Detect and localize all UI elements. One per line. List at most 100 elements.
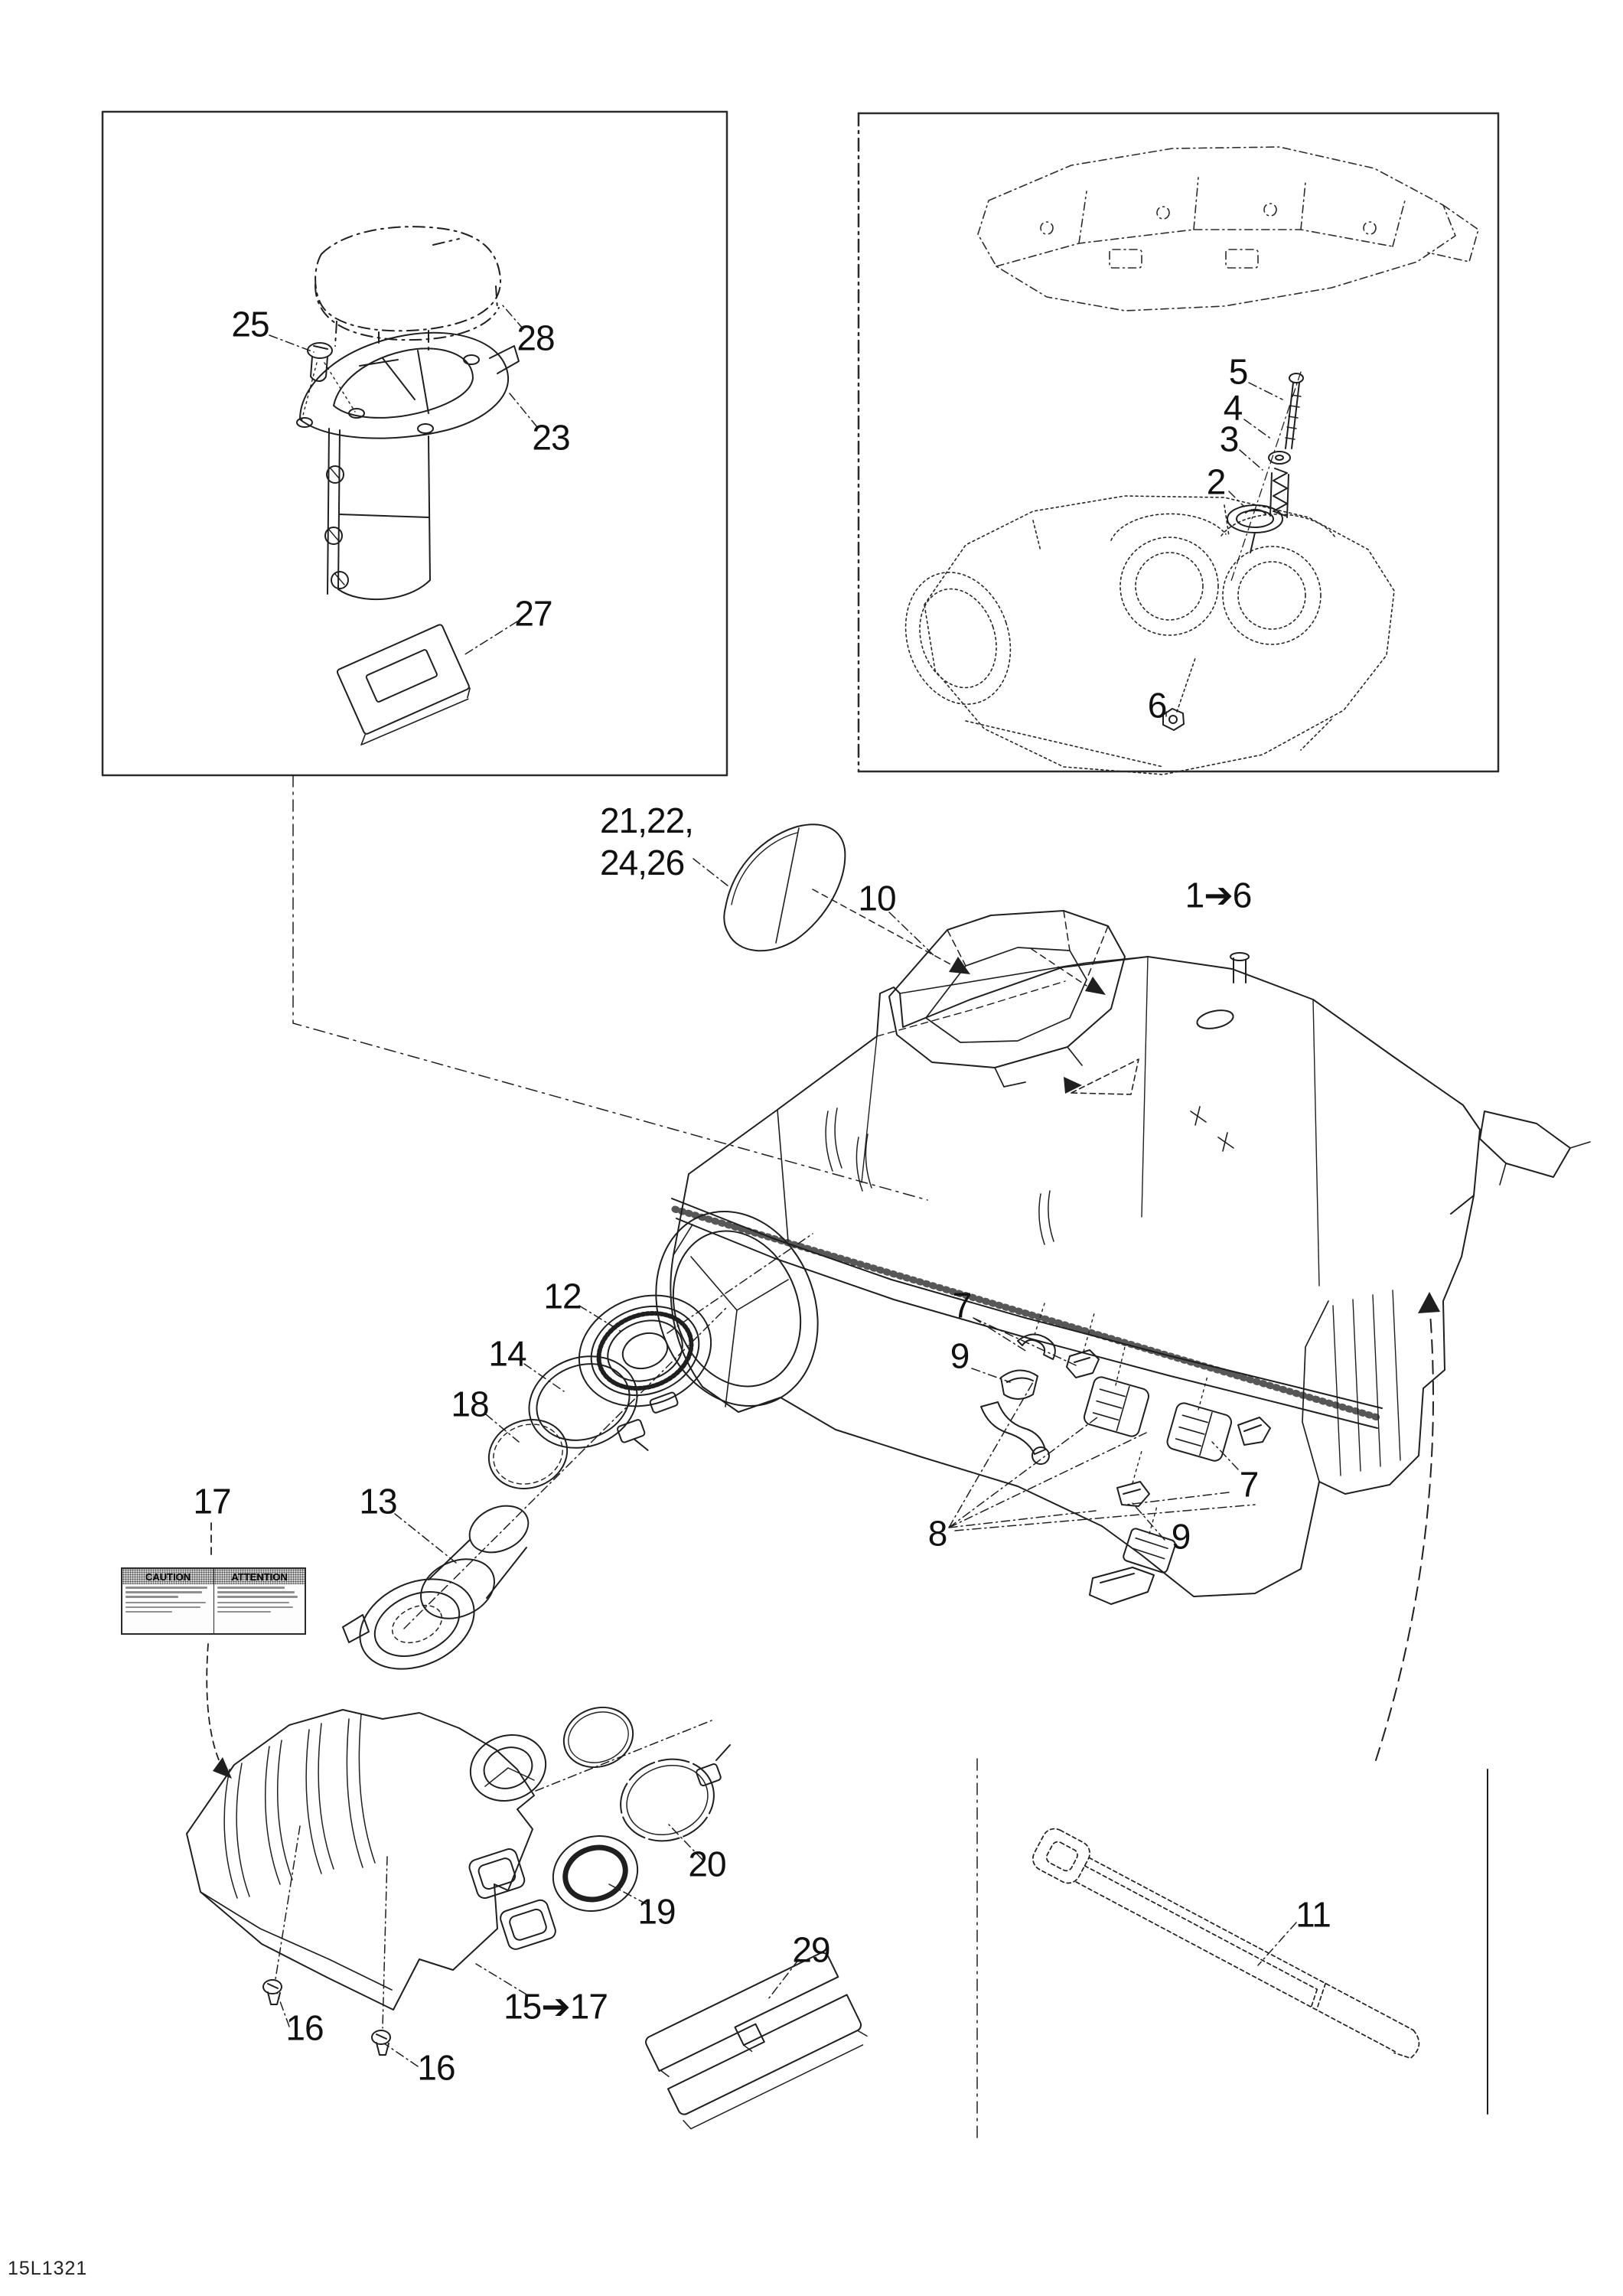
throttle-body-lower-half [904, 495, 1395, 775]
reference-lines [292, 775, 1488, 2142]
callout-11: 11 [1295, 1894, 1331, 1935]
callout-14: 14 [488, 1333, 526, 1374]
embossed-arrowhead [1064, 1077, 1082, 1094]
bracket-wire [980, 1401, 1046, 1455]
detail-box-frames [101, 110, 1500, 777]
warning-decal-attention-body [214, 1584, 305, 1633]
foam-pad-part-29 [645, 1952, 868, 2130]
embossed-triangle [1071, 1058, 1139, 1095]
detail-box-left [101, 110, 728, 777]
callout-21-26: 21,22, 24,26 [600, 800, 694, 882]
callout-2: 2 [1206, 461, 1227, 502]
cover-part-28 [314, 226, 502, 353]
decal-part-27 [336, 624, 471, 746]
warning-decal-attention-header: ATTENTION [214, 1569, 305, 1584]
clip-part-7a2 [1066, 1349, 1100, 1378]
filter-housing [186, 1706, 634, 2011]
callout-9-right: 9 [1171, 1516, 1191, 1557]
callout-range-1-6: 1➔6 [1185, 875, 1253, 915]
clip-part-7b [1237, 1417, 1271, 1446]
seam-band-hatch [671, 1205, 1381, 1421]
arrowhead-duct-to-airbox [1085, 977, 1106, 995]
callout-5: 5 [1228, 351, 1249, 392]
callout-20: 20 [688, 1844, 726, 1884]
callout-29: 29 [792, 1929, 830, 1970]
callout-6: 6 [1147, 685, 1168, 726]
rubber-block-left [1083, 1376, 1150, 1437]
callout-28: 28 [517, 318, 555, 358]
arrowhead-17 [213, 1757, 232, 1779]
ring-part-12 [578, 1294, 712, 1414]
screws-part-16 [262, 1825, 391, 2056]
seal-ring-part-19 [552, 1835, 639, 1913]
seam-band [671, 1198, 1383, 1409]
housing-vents [468, 1848, 556, 1950]
left-box-leaders [269, 304, 538, 656]
callout-16-right: 16 [417, 2047, 455, 2088]
axis-tube-stack [403, 1306, 728, 1629]
arrow-17-to-housing [206, 1522, 224, 1770]
callout-3: 3 [1219, 419, 1240, 459]
flow-arrows [206, 1292, 1440, 1779]
detail-box-right [857, 112, 1500, 773]
screw-25-alignment-dotted [301, 362, 356, 422]
right-box-leaders [1165, 382, 1283, 717]
arrowhead-curved-right [1418, 1292, 1440, 1313]
callout-23: 23 [532, 417, 570, 458]
callout-7-top: 7 [952, 1285, 973, 1326]
callout-19: 19 [637, 1891, 676, 1932]
arrowhead-foam-to-airbox [949, 957, 970, 974]
clip-part-9b [1116, 1481, 1150, 1507]
leader-left-box-to-airbox [292, 775, 928, 1201]
curved-arrow-right [1375, 1313, 1434, 1761]
rubber-block-right [1166, 1402, 1233, 1462]
axis-ring12-to-bellmouth [666, 1233, 813, 1334]
manifold-upper-half [977, 146, 1479, 311]
callout-7-right: 7 [1239, 1464, 1260, 1505]
callout-18: 18 [451, 1384, 489, 1424]
intake-manifold-detail-art [904, 146, 1479, 775]
warning-decal-caution-body [122, 1584, 213, 1633]
intake-duct-part-10 [888, 910, 1126, 1088]
warning-decal-english-column: CAUTION [122, 1569, 215, 1633]
velcro-strap-part-11 [1032, 1828, 1420, 2060]
callout-range-15-17: 15➔17 [504, 1986, 608, 2027]
valve-stack-parts-2-5 [1227, 371, 1304, 584]
screw-part-25 [307, 342, 333, 382]
oring-part-18 [487, 1418, 569, 1490]
channel-part [1089, 1567, 1155, 1605]
callout-16-left: 16 [285, 2007, 324, 2048]
callout-25: 25 [231, 304, 269, 344]
cup-part-9a [1000, 1369, 1038, 1400]
foam-triangle-part-21-26 [723, 823, 970, 974]
warning-decal-french-column: ATTENTION [214, 1569, 305, 1633]
boot-part-13 [342, 1505, 530, 1670]
housing-ribs [223, 1714, 376, 1899]
callout-27: 27 [514, 593, 552, 634]
airbox-cover-detail-art [269, 226, 538, 746]
callout-4: 4 [1223, 387, 1243, 428]
callout-9-top: 9 [950, 1336, 970, 1376]
hook-part-7a [1017, 1333, 1056, 1360]
adapter-part-23 [296, 331, 520, 601]
callout-17: 17 [193, 1481, 231, 1521]
hose-clamp-part-20 [620, 1744, 731, 1842]
mount-hardware-cluster [980, 1300, 1271, 1605]
callout-8: 8 [927, 1513, 948, 1554]
callout-13: 13 [359, 1481, 397, 1521]
mount-bracket-right [1479, 1110, 1571, 1178]
nut-part-6 [1162, 708, 1185, 731]
hardware-hanger-dotted [1034, 1300, 1208, 1534]
bell-mouth [655, 1109, 819, 1407]
warning-decal: CAUTION ATTENTION [121, 1567, 306, 1635]
callout-12: 12 [543, 1276, 582, 1316]
clamp-part-14 [528, 1355, 649, 1451]
warning-decal-caution-header: CAUTION [122, 1569, 214, 1584]
pad-part-9c [1123, 1528, 1176, 1574]
drawing-code: 15L1321 [8, 2258, 88, 2279]
callout-leaders [276, 858, 1297, 2067]
cover-screws [1190, 1106, 1234, 1152]
callout-10: 10 [858, 878, 896, 918]
